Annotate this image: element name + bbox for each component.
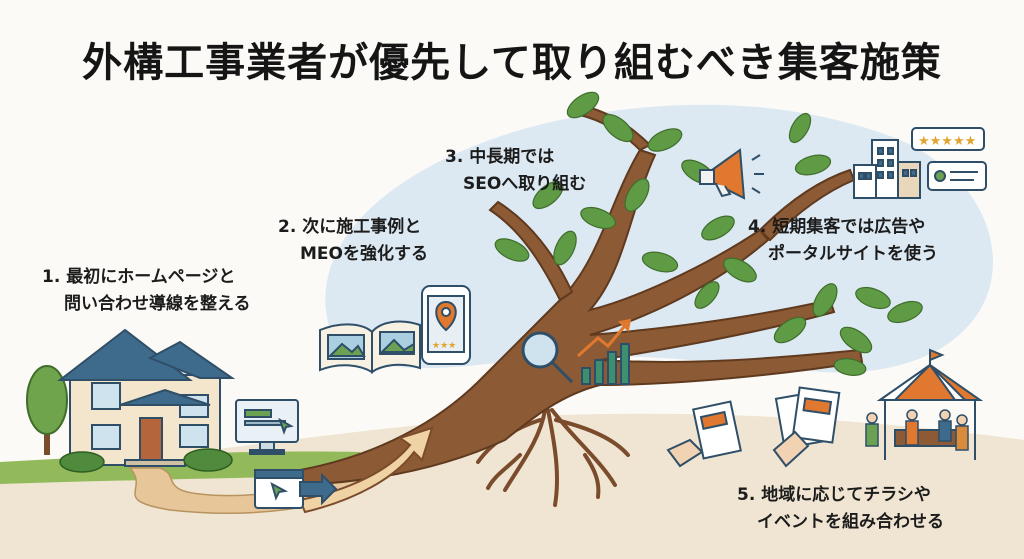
step-3-line-2: SEOへ取り組む (463, 174, 587, 194)
step-4-label: 4. 短期集客では広告や ポータルサイトを使う (748, 214, 938, 268)
step-1-label: 1. 最初にホームページと 問い合わせ導線を整える (42, 264, 251, 318)
step-5-line-1: 5. 地域に応じてチラシや (737, 485, 931, 505)
step-3-label: 3. 中長期では SEOへ取り組む (445, 144, 586, 198)
event-tent-icon (876, 348, 984, 460)
page-title: 外構工事業者が優先して取り組むべき集客施策 (82, 40, 942, 86)
svg-text:★★★★★: ★★★★★ (918, 134, 976, 149)
flyer-icon (666, 386, 841, 468)
house-icon (57, 328, 236, 467)
growth-arrow (298, 426, 434, 514)
step-5-label: 5. 地域に応じてチラシや イベントを組み合わせる (737, 482, 944, 536)
step-2-line-1: 2. 次に施工事例と (278, 217, 422, 237)
step-5-line-2: イベントを組み合わせる (757, 512, 944, 532)
book-icon (319, 320, 421, 374)
step-2-line-2: MEOを強化する (300, 244, 428, 264)
step-1-line-1: 1. 最初にホームページと (42, 267, 236, 287)
bush (59, 448, 233, 473)
magnifier-icon (521, 331, 574, 384)
smartphone-map-icon: ★★★ (421, 285, 471, 365)
step-2-label: 2. 次に施工事例と MEOを強化する (278, 214, 428, 268)
browser-icon (254, 469, 338, 509)
building-icon (853, 139, 921, 199)
step-4-line-1: 4. 短期集客では広告や (748, 217, 926, 237)
tree-icon (26, 365, 68, 455)
megaphone-icon (699, 148, 764, 200)
svg-text:★★★: ★★★ (432, 341, 456, 351)
step-1-line-2: 問い合わせ導線を整える (64, 294, 251, 314)
computer-icon (235, 399, 299, 455)
review-stars-icon: ★★★★★ (911, 127, 987, 191)
bar-chart-icon (576, 318, 632, 385)
step-4-line-2: ポータルサイトを使う (768, 244, 938, 264)
step-3-line-1: 3. 中長期では (445, 147, 555, 167)
leaf-icon (494, 91, 923, 376)
people-icon (865, 409, 969, 451)
